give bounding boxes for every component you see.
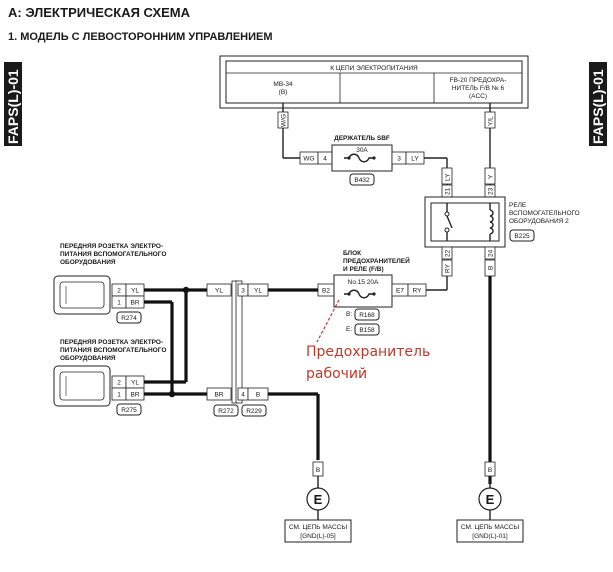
socket1-label-3: ОБОРУДОВАНИЯ (60, 259, 116, 266)
ground-left: E СМ. ЦЕПЬ МАССЫ [GND(L)-05] (284, 487, 352, 543)
ground-right-line1: СМ. ЦЕПЬ МАССЫ (461, 524, 520, 531)
side-tab-right: FAPS(L)-01 (589, 62, 607, 146)
ground-right-symbol: E (486, 492, 495, 507)
relay-label-1: РЕЛЕ (509, 202, 527, 209)
side-tab-left-text: FAPS(L)-01 (5, 69, 21, 144)
wire-label-yl-vertical: Y/L (488, 116, 495, 126)
pin-j-4: 4 (241, 392, 245, 399)
pin-relay-24: 24 (488, 249, 495, 257)
pin-relay-23: 23 (488, 187, 495, 195)
wire-label-s2-br: BR (130, 392, 139, 399)
socket2-label-3: ОБОРУДОВАНИЯ (60, 355, 116, 362)
connector-b225: B225 (514, 233, 530, 240)
power-block-fb20-2: НИТЕЛЬ F/B № 6 (452, 85, 505, 92)
diagram-subtitle: 1. МОДЕЛЬ С ЛЕВОСТОРОННИМ УПРАВЛЕНИЕМ (8, 31, 273, 43)
socket2-label-2: ПИТАНИЯ ВСПОМОГАТЕЛЬНОГО (60, 347, 166, 354)
annotation-line-2: рабочий (306, 366, 367, 382)
ground-left-line2: [GND(L)-05] (300, 533, 336, 540)
junction-connector: YL 3 YL BR 4 B R272 R229 (206, 280, 269, 417)
diagram-title: A: ЭЛЕКТРИЧЕСКАЯ СХЕМА (8, 5, 191, 20)
ground-right: E СМ. ЦЕПЬ МАССЫ [GND(L)-01] (456, 487, 524, 543)
power-block-fb20-3: (ACC) (469, 93, 487, 100)
side-tab-right-text: FAPS(L)-01 (590, 69, 606, 144)
wire-label-j-br: BR (214, 392, 223, 399)
power-supply-block: К ЦЕПИ ЭЛЕКТРОПИТАНИЯ MB-34 (B) FB-20 ПР… (219, 55, 529, 109)
connector-b158: B158 (359, 327, 375, 334)
conn-e-label: E: (346, 326, 352, 333)
wire-label-j-b: B (256, 392, 260, 399)
pin-j-3: 3 (241, 288, 245, 295)
pin-relay-21: 21 (445, 187, 452, 195)
wire-wg: W/G (277, 103, 300, 159)
power-block-mb34-sub: (B) (279, 89, 288, 96)
wire-label-gnd-right: B (488, 467, 492, 474)
connector-r168: R168 (359, 312, 375, 319)
side-tab-left: FAPS(L)-01 (4, 62, 22, 146)
pin-sbf-3: 3 (397, 156, 401, 163)
conn-b-label: B: (346, 311, 352, 318)
ground-right-line2: [GND(L)-01] (472, 533, 508, 540)
wire-label-s1-yl: YL (131, 288, 139, 295)
power-block-fb20-1: FB-20 ПРЕДОХРА- (450, 77, 507, 84)
sbf-holder-title: ДЕРЖАТЕЛЬ SBF (334, 135, 390, 142)
wire-label-y-vertical: Y (488, 174, 495, 179)
power-block-title: К ЦЕПИ ЭЛЕКТРОПИТАНИЯ (330, 65, 418, 72)
wire-label-ly-vertical: LY (445, 173, 452, 181)
connector-r272: R272 (218, 408, 234, 415)
pin-s1-1: 1 (117, 300, 121, 307)
wire-ground-left: B (268, 392, 324, 488)
wire-harness-left (144, 286, 207, 398)
wire-ground-right-tail: B (484, 461, 496, 488)
wire-label-ly: LY (411, 156, 419, 163)
socket1-label-2: ПИТАНИЯ ВСПОМОГАТЕЛЬНОГО (60, 251, 166, 258)
wire-label-wg-vertical: W/G (281, 114, 288, 127)
annotation-line-1: Предохранитель (306, 344, 430, 360)
pin-fb-e7: E7 (396, 288, 404, 295)
wire-label-wg: WG (303, 156, 314, 163)
wire-label-ry: RY (413, 288, 423, 295)
ground-left-line1: СМ. ЦЕПЬ МАССЫ (289, 524, 348, 531)
fuse-no15: No.15 20A (348, 279, 379, 286)
sbf-holder: ДЕРЖАТЕЛЬ SBF WG 4 30A 3 LY B432 (299, 135, 448, 186)
socket-1: ПЕРЕДНЯЯ РОЗЕТКА ЭЛЕКТРО- ПИТАНИЯ ВСПОМО… (53, 243, 166, 324)
wire-label-b-vertical: B (488, 266, 495, 270)
pin-fb-b2: B2 (322, 288, 330, 295)
relay-label-2: ВСПОМОГАТЕЛЬНОГО (509, 210, 580, 217)
socket2-label-1: ПЕРЕДНЯЯ РОЗЕТКА ЭЛЕКТРО- (60, 339, 163, 346)
wire-label-s2-yl: YL (131, 380, 139, 387)
connector-b432: B432 (354, 177, 370, 184)
connector-r229: R229 (246, 408, 262, 415)
power-block-mb34: MB-34 (273, 81, 293, 88)
sbf-rating: 30A (356, 147, 368, 154)
pin-s2-1: 1 (117, 392, 121, 399)
wire-label-s1-br: BR (130, 300, 139, 307)
fuse-block-label-2: ПРЕДОХРАНИТЕЛЕЙ (343, 256, 410, 265)
relay-label-3: ОБОРУДОВАНИЯ 2 (509, 218, 569, 225)
wire-label-j-yl-right: YL (254, 288, 262, 295)
socket-2: ПЕРЕДНЯЯ РОЗЕТКА ЭЛЕКТРО- ПИТАНИЯ ВСПОМО… (53, 339, 166, 416)
wire-label-j-yl-left: YL (215, 288, 223, 295)
pin-s2-2: 2 (117, 380, 121, 387)
fuse-annotation: Предохранитель рабочий (306, 299, 430, 382)
fuse-block-label-3: И РЕЛЕ (F/B) (343, 266, 384, 273)
pin-s1-2: 2 (117, 288, 121, 295)
socket1-label-1: ПЕРЕДНЯЯ РОЗЕТКА ЭЛЕКТРО- (60, 243, 163, 250)
wire-label-ry-vertical: RY (445, 263, 452, 273)
pin-relay-22: 22 (445, 249, 452, 257)
wire-label-gnd-left: B (316, 467, 320, 474)
connector-r275: R275 (121, 407, 137, 414)
connector-r274: R274 (121, 315, 137, 322)
fuse-block: БЛОК ПРЕДОХРАНИТЕЛЕЙ И РЕЛЕ (F/B) B2 No.… (317, 250, 427, 336)
ground-left-symbol: E (314, 492, 323, 507)
fuse-block-label-1: БЛОК (343, 250, 361, 257)
relay-block: LY Y 21 23 РЕЛЕ ВСПОМОГАТЕЛЬНОГО ОБОРУДО… (424, 167, 580, 277)
pin-sbf-4: 4 (323, 156, 327, 163)
